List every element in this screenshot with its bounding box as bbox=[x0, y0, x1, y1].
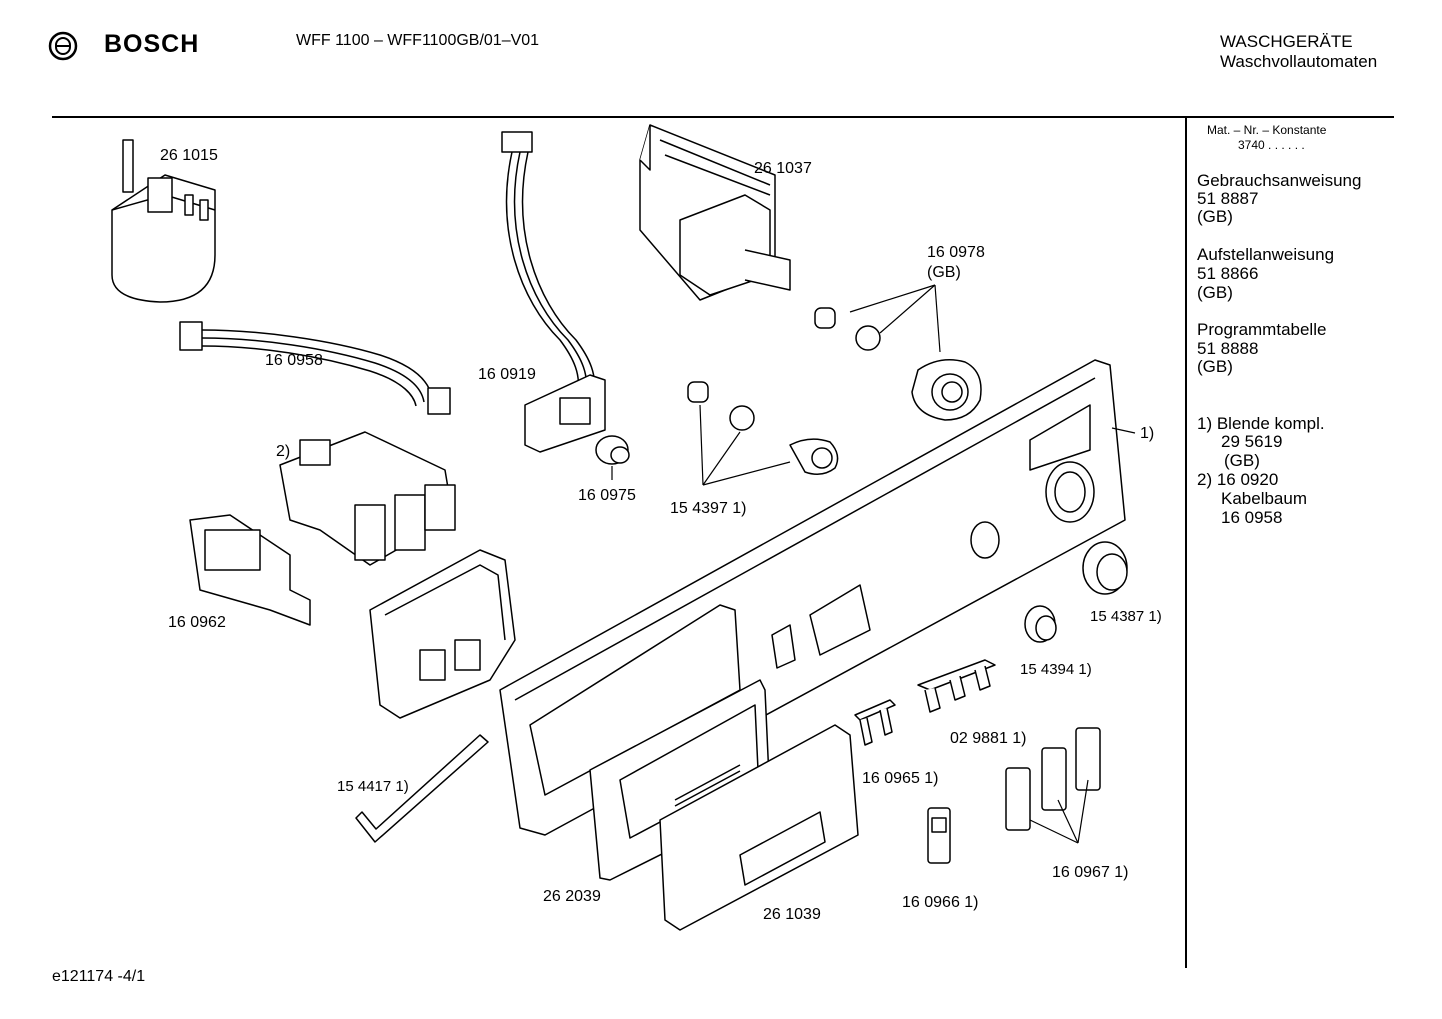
label-160967: 16 0967 1) bbox=[1052, 864, 1129, 881]
label-160962: 16 0962 bbox=[168, 614, 226, 631]
part-2-housing bbox=[279, 431, 456, 566]
doc-3-region: (GB) bbox=[1197, 357, 1233, 376]
label-261015: 26 1015 bbox=[160, 147, 218, 164]
part-261039-handle bbox=[659, 724, 859, 931]
part-262039-drawer bbox=[589, 679, 771, 881]
part-154397-light bbox=[687, 381, 839, 475]
doc-2-number: 51 8866 bbox=[1197, 264, 1259, 283]
footer-code: e121174 -4/1 bbox=[52, 968, 146, 985]
label-261037: 26 1037 bbox=[754, 160, 812, 177]
doc-1-region: (GB) bbox=[1197, 207, 1233, 226]
brand-name: BOSCH bbox=[104, 30, 200, 58]
mat-nr-heading: Mat. – Nr. – Konstante bbox=[1207, 123, 1327, 137]
doc-2-title: Aufstellanweisung bbox=[1197, 245, 1335, 264]
label-154397: 15 4397 1) bbox=[670, 500, 747, 517]
doc-3-title: Programmtabelle bbox=[1197, 320, 1327, 339]
label-1: 1) bbox=[1140, 425, 1155, 442]
part-154417-rod bbox=[355, 734, 489, 843]
part-160958-cable bbox=[179, 321, 451, 415]
label-160965: 16 0965 1) bbox=[862, 770, 939, 787]
doc-1-title: Gebrauchsanweisung bbox=[1197, 171, 1362, 190]
part-160965-spring bbox=[854, 699, 896, 746]
label-160978-region: (GB) bbox=[927, 264, 961, 281]
note-2: 2) 16 0920 bbox=[1197, 470, 1279, 489]
part-154387-knob bbox=[1082, 541, 1128, 595]
bosch-logo bbox=[46, 29, 80, 63]
label-154417: 15 4417 1) bbox=[337, 778, 409, 795]
part-261015-suppressor bbox=[111, 139, 216, 303]
mat-nr-value: 3740 . . . . . . bbox=[1238, 138, 1305, 152]
part-160967-buttons bbox=[1005, 727, 1101, 831]
label-160958: 16 0958 bbox=[265, 352, 323, 369]
label-2: 2) bbox=[276, 443, 291, 460]
model-title: WFF 1100 – WFF1100GB/01–V01 bbox=[296, 32, 540, 49]
label-160966: 16 0966 1) bbox=[902, 894, 979, 911]
note-1: 1) Blende kompl. bbox=[1197, 414, 1325, 433]
note-1-number: 29 5619 bbox=[1221, 432, 1283, 451]
label-160978: 16 0978 bbox=[927, 244, 985, 261]
part-029881-springs bbox=[917, 659, 996, 713]
doc-2-region: (GB) bbox=[1197, 283, 1233, 302]
leader-lines bbox=[611, 284, 1136, 844]
bosch-armature-icon bbox=[48, 31, 78, 61]
note-2-number: 16 0958 bbox=[1221, 508, 1283, 527]
category-line-1: WASCHGERÄTE bbox=[1220, 32, 1353, 51]
label-261039: 26 1039 bbox=[763, 906, 821, 923]
part-160975-knob bbox=[595, 435, 630, 465]
label-160919: 16 0919 bbox=[478, 366, 536, 383]
label-262039: 26 2039 bbox=[543, 888, 601, 905]
label-154387: 15 4387 1) bbox=[1090, 608, 1162, 625]
part-261037-module bbox=[639, 124, 791, 301]
note-1-region: (GB) bbox=[1224, 451, 1260, 470]
doc-3-number: 51 8888 bbox=[1197, 339, 1259, 358]
note-2-desc: Kabelbaum bbox=[1221, 489, 1308, 508]
part-160919-cable-board bbox=[501, 131, 606, 453]
part-160962-selector bbox=[189, 514, 311, 626]
label-029881: 02 9881 1) bbox=[950, 730, 1027, 747]
part-160978-light bbox=[814, 307, 982, 421]
part-fascia-panel bbox=[499, 359, 1126, 836]
doc-1-number: 51 8887 bbox=[1197, 189, 1259, 208]
part-160966-button bbox=[927, 807, 951, 864]
part-154394-knob bbox=[1024, 605, 1057, 643]
category-line-2: Waschvollautomaten bbox=[1220, 52, 1378, 71]
part-frame bbox=[369, 549, 516, 719]
label-154394: 15 4394 1) bbox=[1020, 661, 1092, 678]
label-160975: 16 0975 bbox=[578, 487, 636, 504]
